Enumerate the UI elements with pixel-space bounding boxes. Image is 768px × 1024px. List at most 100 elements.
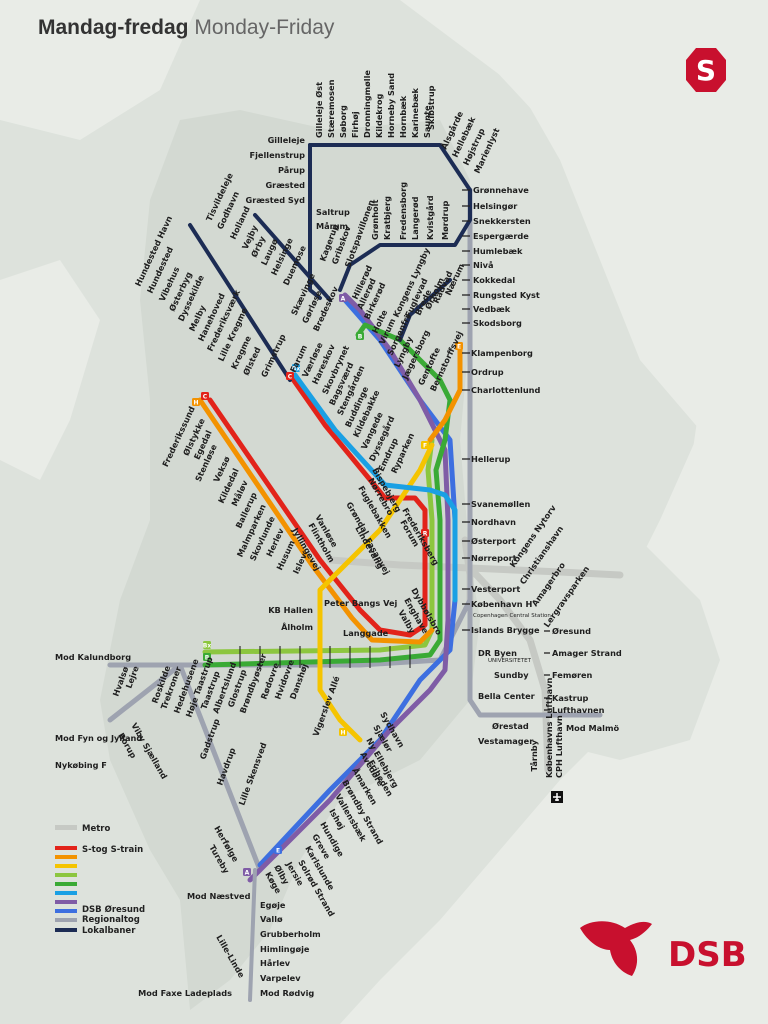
station-ticks xyxy=(239,189,550,711)
line-badge-label-12: E xyxy=(276,848,280,855)
line-badge-label-1: H xyxy=(193,400,198,407)
station-label-norreport: Nørreport xyxy=(471,553,517,563)
legend-metro-label: Metro xyxy=(82,824,110,834)
station-label-lufthavnen: Lufthavnen xyxy=(552,705,605,715)
line-badge-8 xyxy=(421,529,429,537)
line-f xyxy=(317,442,435,643)
legend-regional-label: Regionaltog xyxy=(82,915,140,925)
line-badge-13 xyxy=(339,728,347,736)
station-label-skibstrup: Skibstrup xyxy=(426,85,436,130)
station-label-langgade: Langgade xyxy=(343,628,389,638)
legend-green-swatch xyxy=(55,882,77,886)
station-sublabel-universitetet: UNIVERSITETET xyxy=(488,658,532,664)
line-badge-label-0: C xyxy=(203,394,208,401)
station-label-dr-byen: DR Byen xyxy=(478,648,517,658)
lokalbane-gilleleje xyxy=(308,143,322,300)
dsb-logo: DSB xyxy=(580,921,747,976)
line-badge-1 xyxy=(192,398,200,406)
station-label-mod-rodvig: Mod Rødvig xyxy=(260,988,314,998)
station-label-nordhavn: Nordhavn xyxy=(471,517,516,527)
station-label-graested: Græsted xyxy=(265,180,305,190)
line-badge-label-8: R xyxy=(423,531,428,538)
rail-lines xyxy=(107,143,624,1002)
station-label-humlebaek: Humlebæk xyxy=(473,246,523,256)
line-badge-label-9: Bx xyxy=(203,643,212,650)
map-title: Mandag-fredag Monday-Friday xyxy=(38,14,334,42)
station-label-nykobing: Nykøbing F xyxy=(55,760,107,770)
station-label-grubberholm: Grubberholm xyxy=(260,929,321,939)
line-badge-12 xyxy=(274,846,282,854)
station-label-snekkersten: Snekkersten xyxy=(473,216,531,226)
line-f-south xyxy=(317,637,363,743)
dsb-wing-icon xyxy=(580,921,652,976)
line-a xyxy=(247,292,451,883)
lokalbane-hornbaek xyxy=(308,143,472,292)
line-badge-2 xyxy=(421,441,429,449)
legend-regional-swatch xyxy=(55,918,77,922)
station-label-mod-naestved: Mod Næstved xyxy=(187,891,251,901)
regional-line-south xyxy=(177,662,263,873)
line-b xyxy=(202,322,453,668)
station-label-parup: Pårup xyxy=(278,165,305,175)
station-label-karinebaek: Karinebæk xyxy=(410,87,420,138)
line-badge-label-6: Bx xyxy=(292,366,301,373)
lokalbane-osterbane xyxy=(248,868,257,1002)
station-label-saltrup: Saltrup xyxy=(316,207,350,217)
legend-s-tog-label: S-tog S-train xyxy=(82,845,143,855)
station-label-stasemosen: Stæremosen xyxy=(326,79,336,138)
station-sublabel-copenhagen-cs: Copenhagen Central Station xyxy=(473,613,551,619)
s-tog-octagon xyxy=(686,48,726,92)
station-label-kbh-lufthavn: Københavns Lufthavn xyxy=(544,677,554,778)
legend-lokal-swatch xyxy=(55,928,77,932)
line-e-klamp xyxy=(427,342,463,443)
station-label-kastrup: Kastrup xyxy=(552,693,589,703)
station-label-saunte: Saunte xyxy=(422,105,432,138)
station-label-niva: Nivå xyxy=(473,260,494,270)
station-label-krabbesholm: Kratbjerg xyxy=(382,196,392,240)
station-label-hornbaek: Hornbæk xyxy=(398,95,408,138)
station-label-mordrup: Mørdrup xyxy=(440,200,450,240)
station-label-kvistgard: Kvistgård xyxy=(425,195,435,240)
station-label-gronnehave: Grønnehave xyxy=(473,185,529,195)
line-badge-0 xyxy=(201,392,209,400)
regional-line-fyn xyxy=(107,662,183,723)
station-label-gilleleje-ost: Gilleleje Øst xyxy=(314,82,324,138)
station-label-vallo: Vallø xyxy=(260,914,283,924)
station-label-graested-syd: Græsted Syd xyxy=(246,195,306,205)
line-badge-label-4: A xyxy=(341,296,346,303)
station-label-tarnby: Tårnby xyxy=(529,739,539,771)
station-label-harlev: Hårlev xyxy=(260,958,291,968)
station-label-langerod: Langerød xyxy=(410,196,420,240)
s-tog-logo: S xyxy=(686,48,726,92)
line-badge-11 xyxy=(243,868,251,876)
line-b-farum xyxy=(292,372,458,603)
station-label-hellerup: Hellerup xyxy=(471,454,510,464)
legend-lime-swatch xyxy=(55,873,77,877)
station-label-peter-bangs-vej: Peter Bangs Vej xyxy=(324,598,398,608)
lokalbane-hundested xyxy=(188,223,292,382)
station-label-firhoj: Firhøj xyxy=(350,111,360,138)
station-label-svanemollen: Svanemøllen xyxy=(471,499,530,509)
station-label-helsingor: Helsingør xyxy=(473,201,518,211)
station-label-amager-strand: Amager Strand xyxy=(552,648,622,658)
line-c xyxy=(207,372,428,638)
lokalbane-tisvilde xyxy=(253,213,332,302)
station-label-charlottenlund: Charlottenlund xyxy=(471,385,541,395)
station-label-oresund: Øresund xyxy=(552,626,591,636)
station-label-varpelev: Varpelev xyxy=(260,973,301,983)
station-label-mod-faxe: Mod Faxe Ladeplads xyxy=(138,988,232,998)
station-label-soborg: Søborg xyxy=(338,105,348,138)
line-badge-label-10: B xyxy=(205,655,210,662)
legend-oresund-label: DSB Øresund xyxy=(82,904,145,915)
legend-red-swatch xyxy=(55,846,77,850)
dsb-wordmark: DSB xyxy=(668,935,747,975)
line-badge-9 xyxy=(203,641,211,649)
station-label-gronholt: Grønholt xyxy=(370,200,380,240)
station-label-femoren: Femøren xyxy=(552,670,593,680)
station-label-mod-fyn: Mod Fyn og Jylland xyxy=(55,733,142,743)
station-label-orestad: Ørestad xyxy=(492,721,529,731)
